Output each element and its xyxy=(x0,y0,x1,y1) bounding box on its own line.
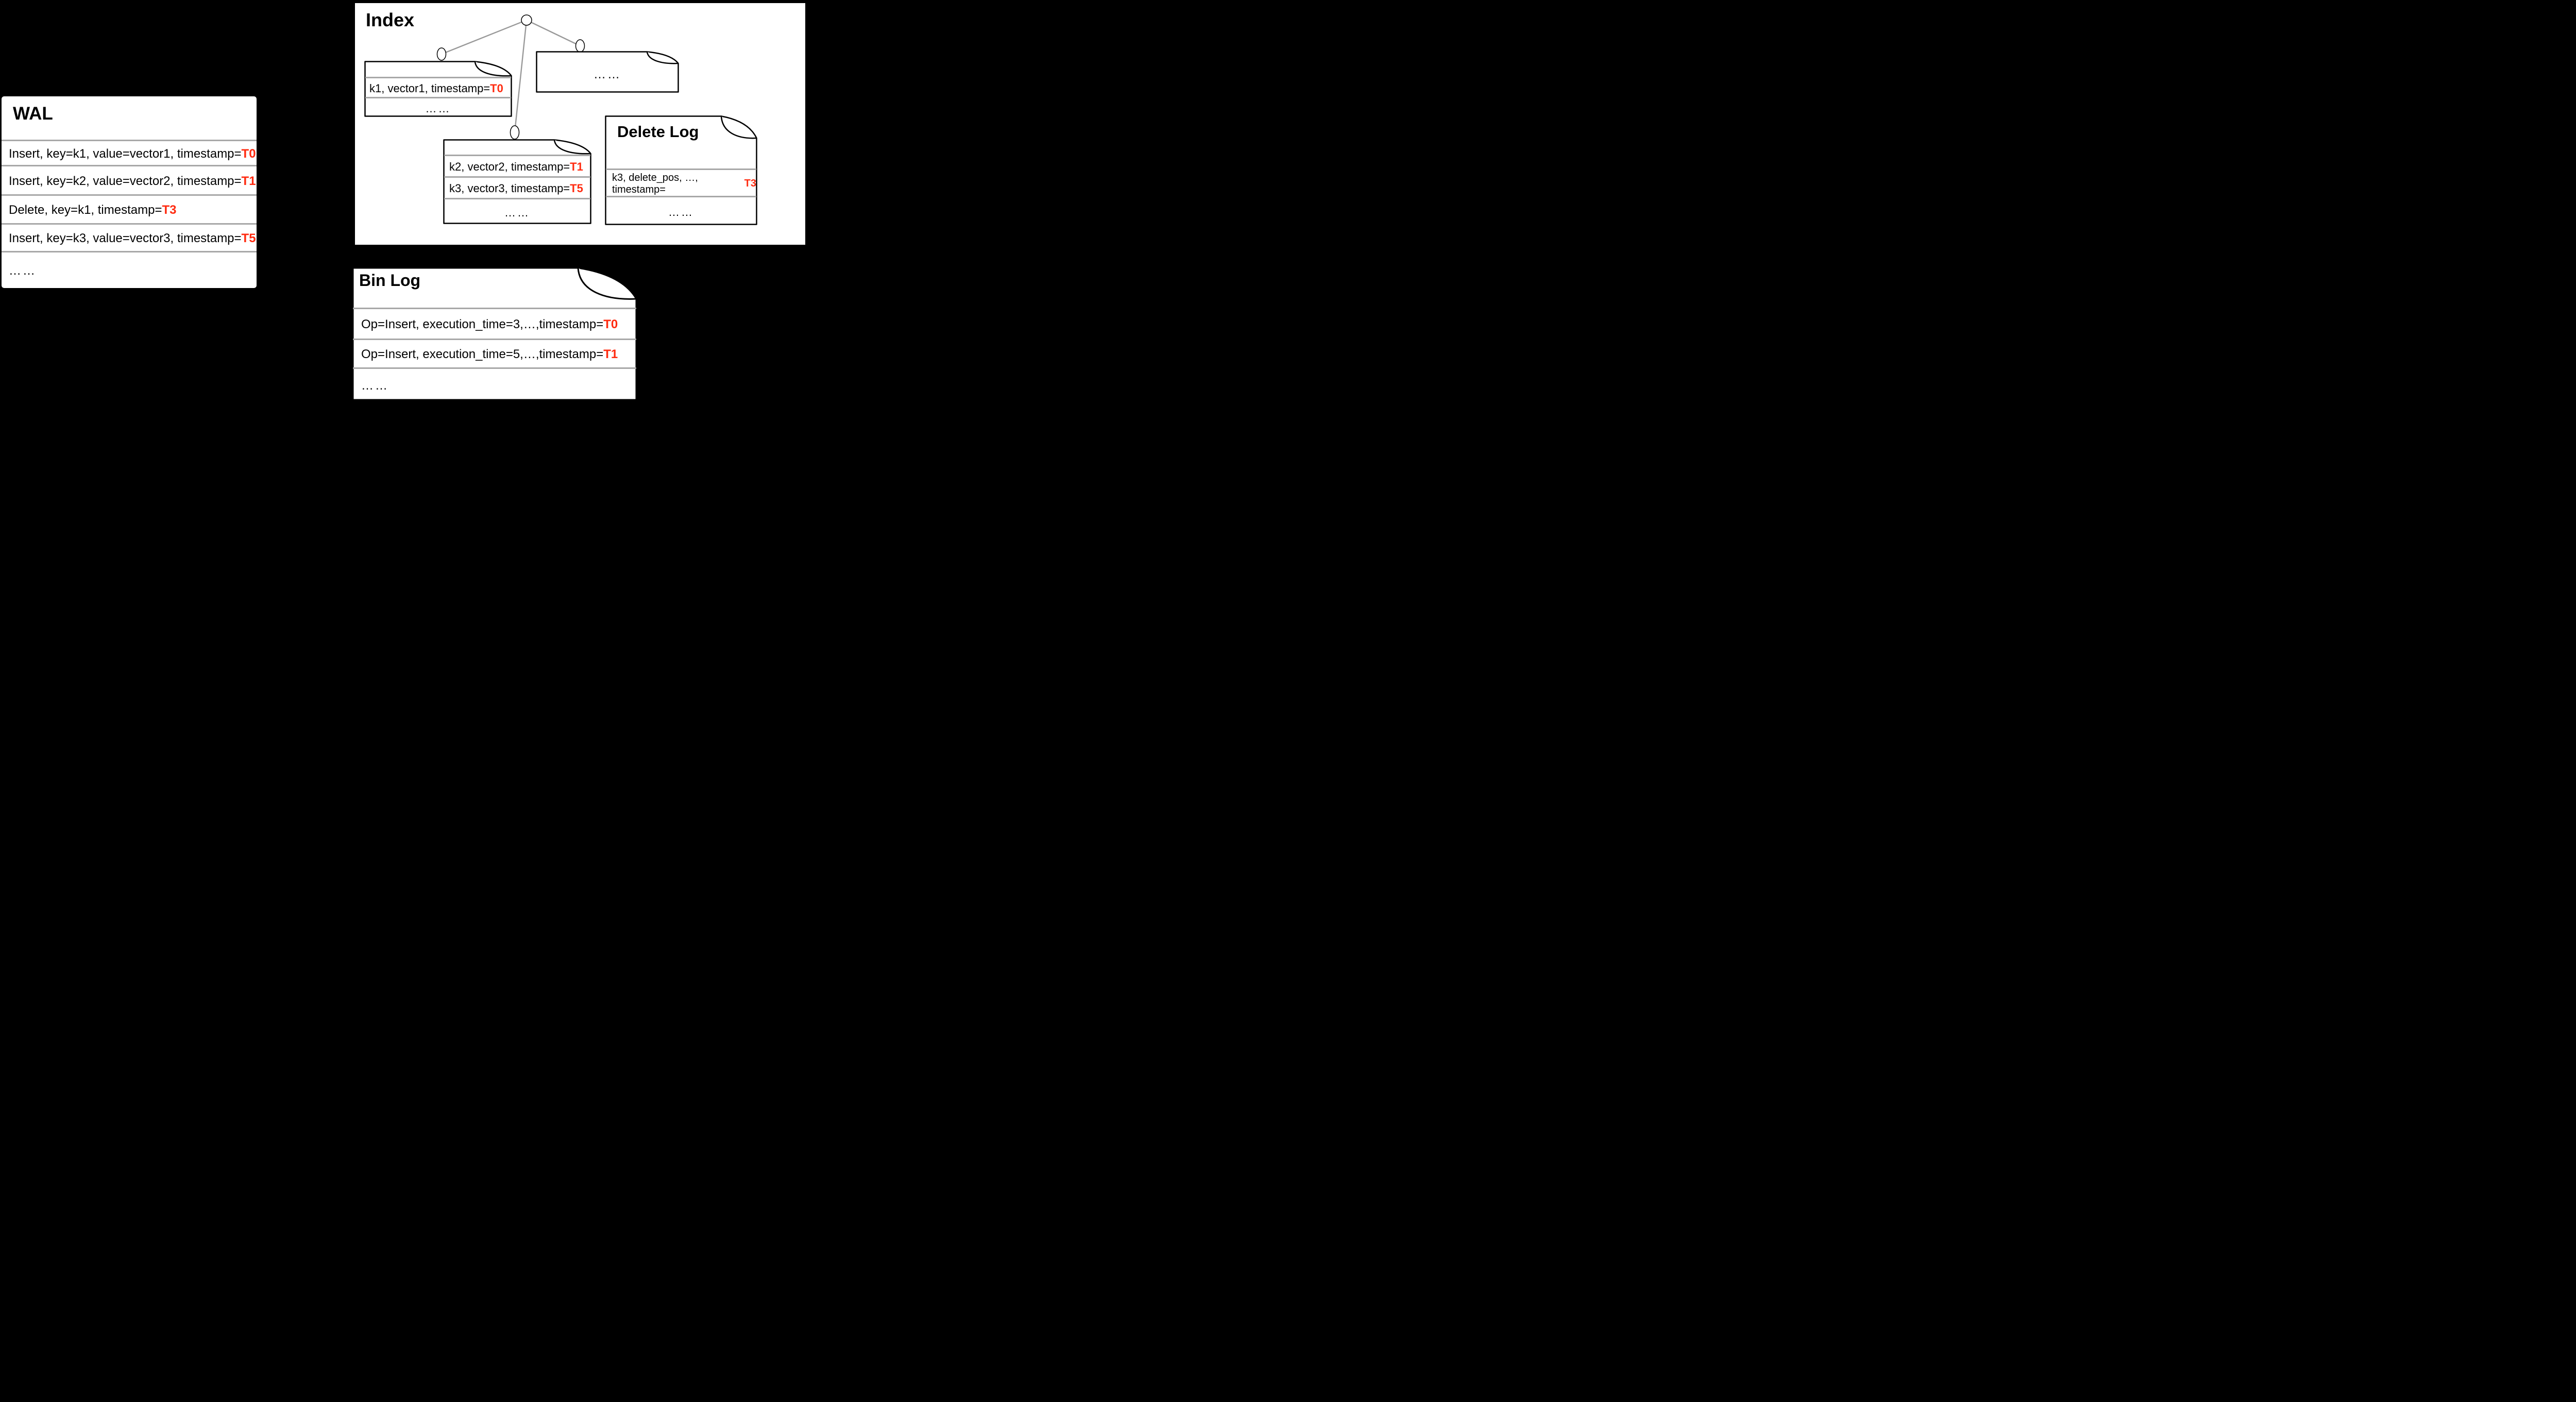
page-fold-icon xyxy=(553,140,591,155)
delete-log-box: Delete Log k3, delete_pos, …, timestamp=… xyxy=(605,115,757,225)
tree-edge xyxy=(441,19,527,55)
bin-log-row: Op=Insert, execution_time=5,…,timestamp=… xyxy=(353,339,636,369)
segment-row: k3, vector3, timestamp=T5 xyxy=(444,176,590,199)
segment-ellipsis-row: …… xyxy=(365,97,511,119)
wal-title: WAL xyxy=(13,104,53,124)
wal-row-text: Insert, key=k1, value=vector1, timestamp… xyxy=(9,146,242,161)
bin-log-box: Bin Log Op=Insert, execution_time=3,…,ti… xyxy=(352,267,637,401)
dog-ear-page-shape xyxy=(605,115,757,225)
segment-ellipsis-row: …… xyxy=(594,67,621,81)
dog-ear-page-shape xyxy=(364,61,512,117)
tree-child-node-icon xyxy=(436,47,447,61)
timestamp-value: T0 xyxy=(490,81,503,95)
page-fold-icon xyxy=(720,116,757,139)
dog-ear-page-shape xyxy=(536,51,679,93)
segment-ellipsis-row: …… xyxy=(444,198,590,226)
tree-edge xyxy=(526,19,581,47)
tree-root-node-icon xyxy=(521,14,532,26)
index-tree xyxy=(436,14,585,140)
bin-log-ellipsis-row: …… xyxy=(353,367,636,402)
index-title: Index xyxy=(366,9,415,30)
index-segment-file-k1: k1, vector1, timestamp=T0 …… xyxy=(364,61,512,117)
segment-row-text: k3, vector3, timestamp= xyxy=(449,182,570,195)
timestamp-value: T5 xyxy=(570,182,583,195)
segment-row-text: k1, vector1, timestamp= xyxy=(369,81,490,95)
segment-row-text: k2, vector2, timestamp= xyxy=(449,160,570,173)
page-fold-icon xyxy=(646,52,679,64)
wal-box: WAL Insert, key=k1, value=vector1, times… xyxy=(2,96,257,288)
index-segment-file-more: …… xyxy=(536,51,679,93)
timestamp-value: T0 xyxy=(241,146,256,161)
dog-ear-page-shape xyxy=(352,267,637,401)
delete-log-ellipsis-row: …… xyxy=(606,196,756,227)
wal-row-text: Delete, key=k1, timestamp= xyxy=(9,203,162,217)
timestamp-value: T1 xyxy=(241,174,256,188)
timestamp-value: T1 xyxy=(570,160,583,173)
tree-child-node-icon xyxy=(575,39,585,53)
bin-log-row: Op=Insert, execution_time=3,…,timestamp=… xyxy=(353,308,636,340)
timestamp-value: T3 xyxy=(162,203,177,217)
wal-row: Delete, key=k1, timestamp=T3 xyxy=(2,194,257,225)
bin-log-title: Bin Log xyxy=(359,271,421,290)
wal-ellipsis-row: …… xyxy=(2,251,257,290)
delete-log-row-text: k3, delete_pos, …, timestamp= xyxy=(612,172,698,195)
delete-log-row: k3, delete_pos, …, timestamp= T3 xyxy=(606,168,756,197)
timestamp-value: T3 xyxy=(744,178,756,189)
timestamp-value: T1 xyxy=(603,347,618,361)
timestamp-value: T5 xyxy=(241,231,256,245)
bin-log-row-text: Op=Insert, execution_time=3,…,timestamp= xyxy=(361,317,604,331)
wal-row: Insert, key=k1, value=vector1, timestamp… xyxy=(2,140,257,166)
segment-row: k2, vector2, timestamp=T1 xyxy=(444,155,590,178)
wal-row: Insert, key=k3, value=vector3, timestamp… xyxy=(2,223,257,252)
index-segment-file-k2k3: k2, vector2, timestamp=T1 k3, vector3, t… xyxy=(443,139,591,224)
page-fold-icon xyxy=(474,61,512,77)
delete-log-title: Delete Log xyxy=(617,123,699,141)
wal-row-text: Insert, key=k2, value=vector2, timestamp… xyxy=(9,174,242,188)
tree-edge xyxy=(514,20,528,133)
bin-log-row-text: Op=Insert, execution_time=5,…,timestamp= xyxy=(361,347,604,361)
wal-row-text: Insert, key=k3, value=vector3, timestamp… xyxy=(9,231,242,245)
segment-row: k1, vector1, timestamp=T0 xyxy=(365,77,511,98)
dog-ear-page-shape xyxy=(443,139,591,224)
timestamp-value: T0 xyxy=(603,317,618,331)
index-box: Index k1, vector1, timestamp=T0 …… xyxy=(354,2,806,246)
wal-row: Insert, key=k2, value=vector2, timestamp… xyxy=(2,165,257,196)
page-fold-icon xyxy=(577,267,637,300)
tree-child-node-icon xyxy=(510,125,520,140)
